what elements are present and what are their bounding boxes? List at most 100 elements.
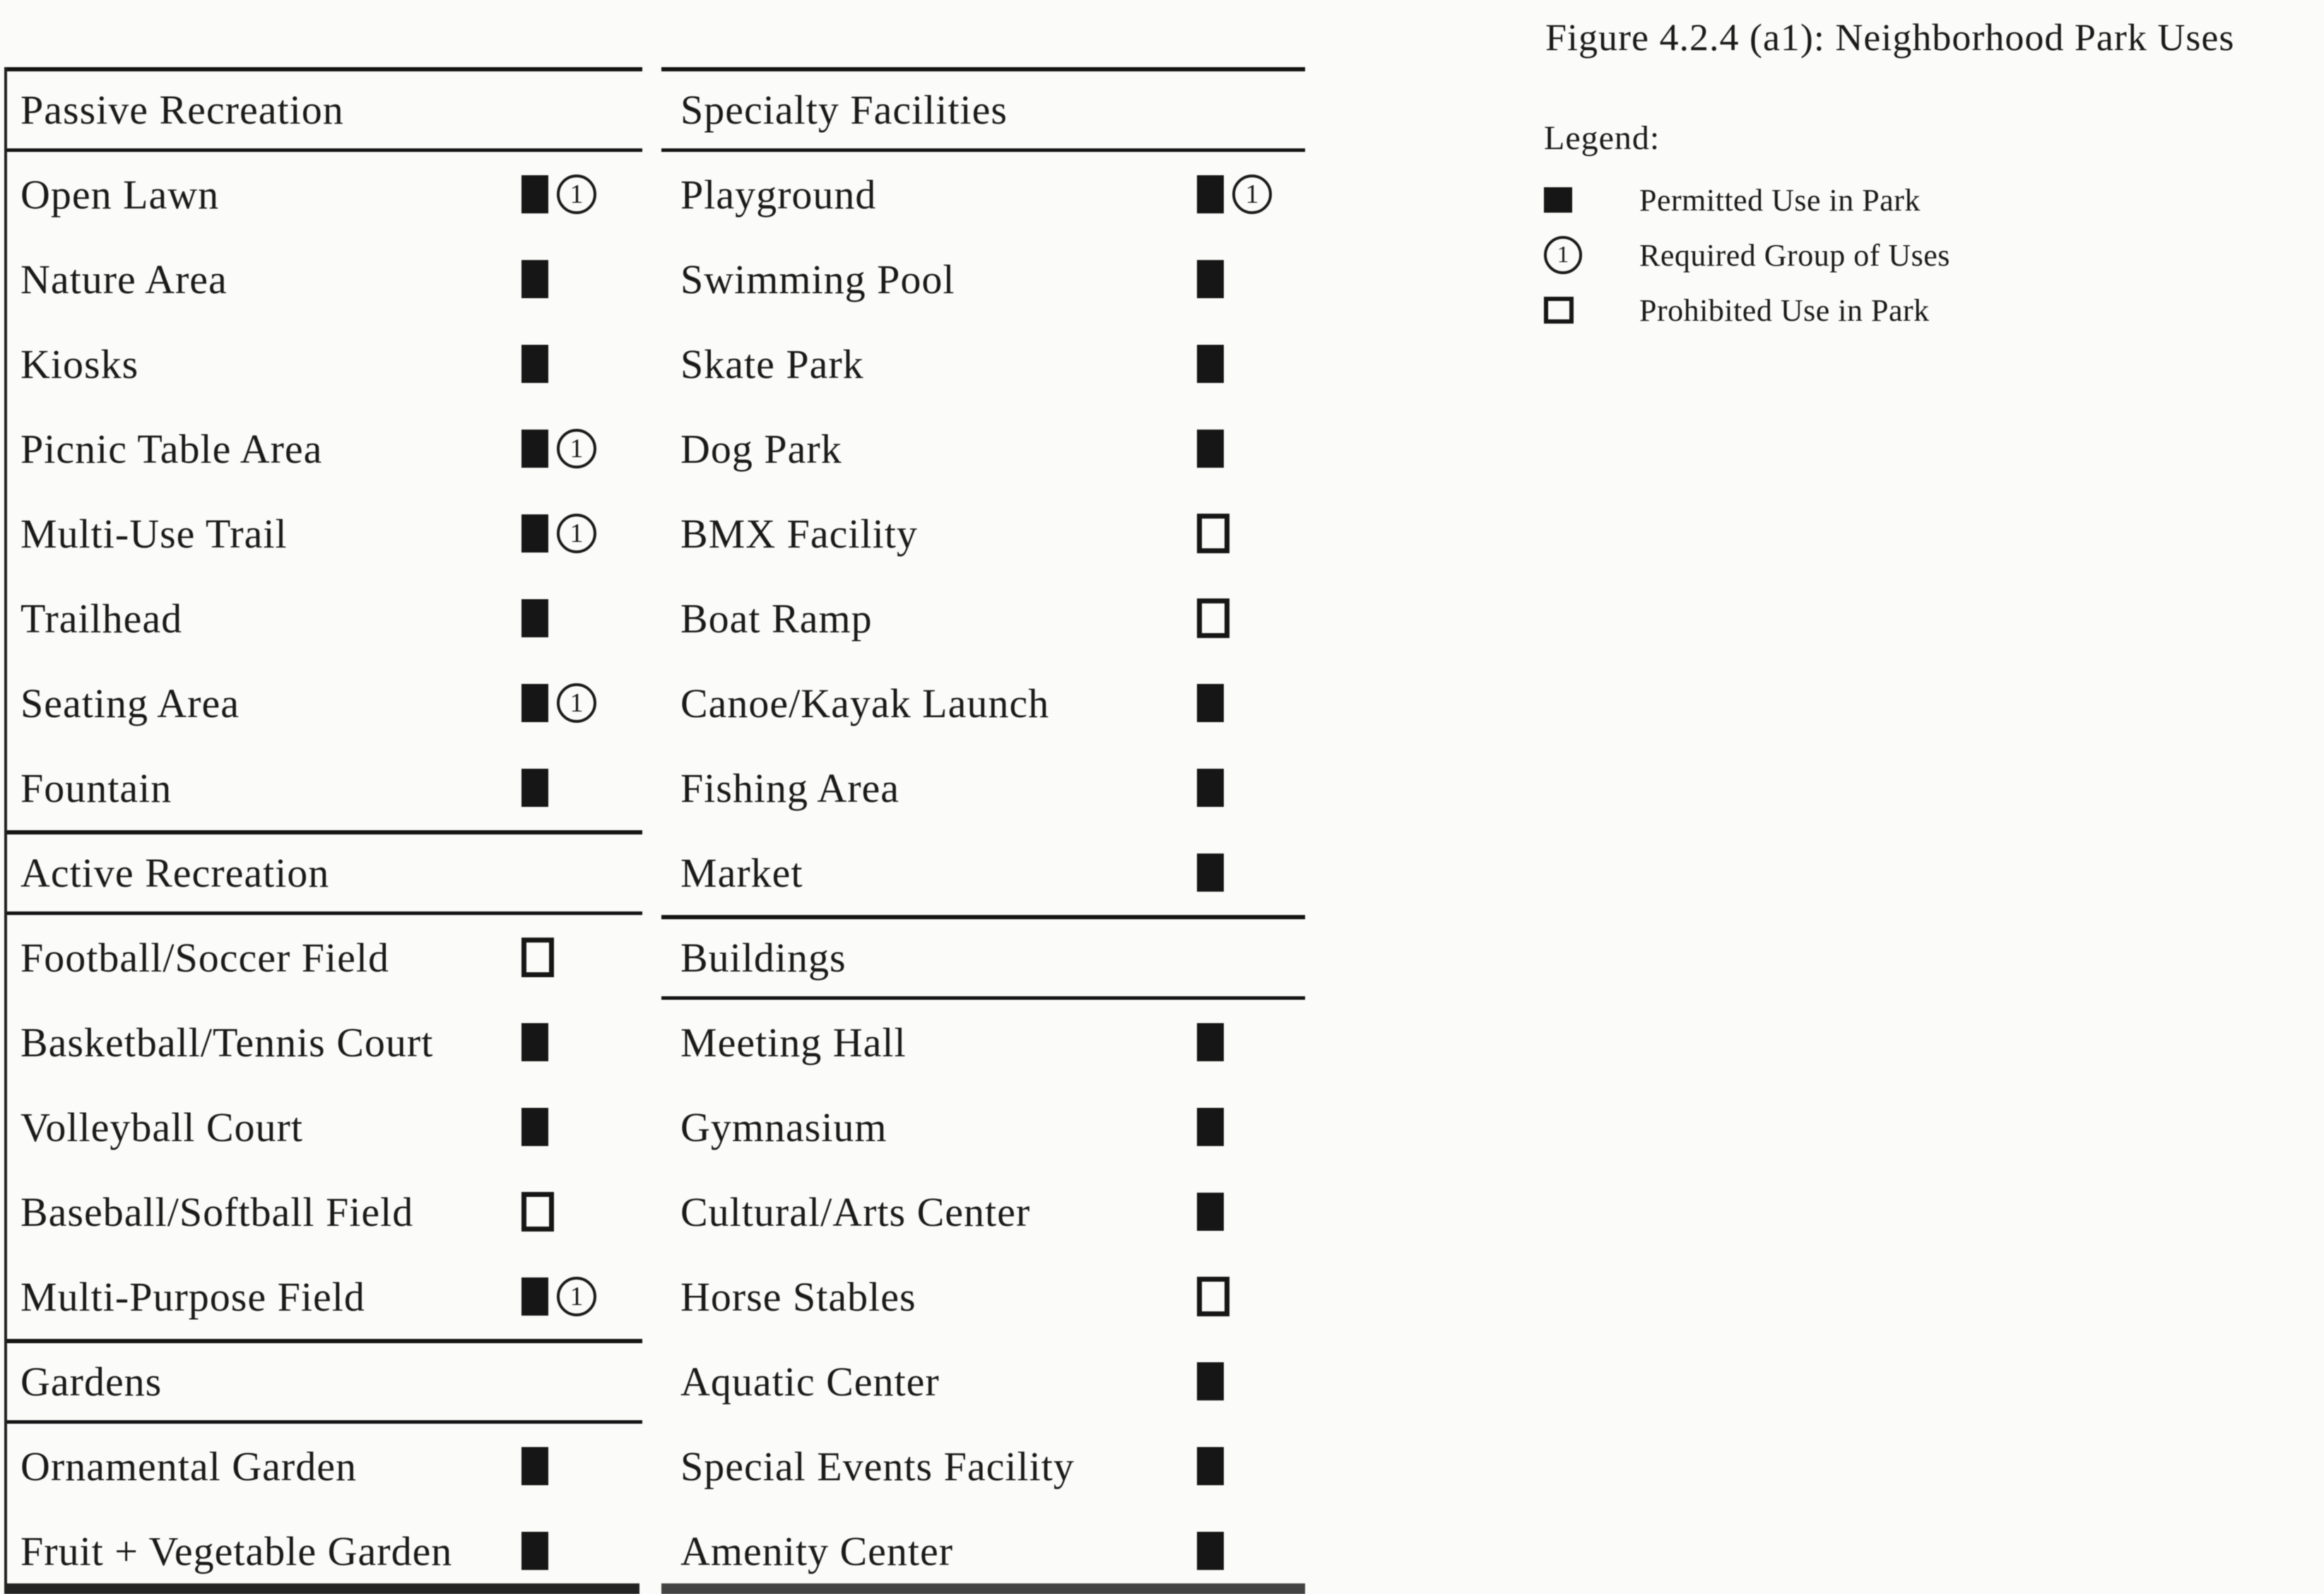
use-symbol <box>521 343 548 384</box>
use-symbol <box>1197 767 1224 808</box>
table-row: Baseball/Softball Field <box>7 1169 642 1254</box>
table-row: Skate Park <box>661 321 1305 406</box>
table-row: Gymnasium <box>661 1085 1305 1169</box>
section-header-active-recreation: Active Recreation <box>7 830 642 915</box>
table-row: Swimming Pool <box>661 237 1305 321</box>
table-row: Fountain <box>7 745 642 830</box>
use-symbol <box>1197 513 1229 554</box>
use-label: Swimming Pool <box>680 256 955 302</box>
legend-item-label: Prohibited Use in Park <box>1639 293 1930 328</box>
use-symbol <box>521 683 596 724</box>
legend-symbol-cell <box>1544 297 1639 324</box>
table-row: Basketball/Tennis Court <box>7 1000 642 1085</box>
table-row: Nature Area <box>7 237 642 321</box>
table-row: Market <box>661 830 1305 915</box>
use-symbol <box>521 513 596 554</box>
table-row: Fishing Area <box>661 745 1305 830</box>
use-label: Special Events Facility <box>680 1443 1075 1489</box>
table-row: Football/Soccer Field <box>7 915 642 1000</box>
use-label: Market <box>680 849 803 896</box>
table-row: Cultural/Arts Center <box>661 1169 1305 1254</box>
use-symbol <box>1197 259 1224 300</box>
table-row: Kiosks <box>7 321 642 406</box>
use-label: Ornamental Garden <box>20 1443 357 1489</box>
use-label: Trailhead <box>20 595 183 642</box>
table-bottom-bar <box>4 1583 639 1594</box>
legend-label: Legend: <box>1544 119 1661 157</box>
use-label: Gymnasium <box>680 1104 887 1150</box>
table-row: Canoe/Kayak Launch <box>661 661 1305 745</box>
use-label: Fishing Area <box>680 764 900 811</box>
use-label: Meeting Hall <box>680 1019 907 1065</box>
use-label: Cultural/Arts Center <box>680 1188 1031 1235</box>
table-row: Fruit + Vegetable Garden <box>7 1509 642 1593</box>
figure-title: Figure 4.2.4 (a1): Neighborhood Park Use… <box>1545 16 2235 59</box>
table-row: Trailhead <box>7 576 642 661</box>
section-header-label: Passive Recreation <box>20 87 344 133</box>
circled-one-icon <box>1544 236 1582 274</box>
use-symbol <box>521 937 554 978</box>
table-row: Special Events Facility <box>661 1424 1305 1509</box>
section-header-label: Specialty Facilities <box>680 87 1008 133</box>
use-symbol <box>1197 1106 1224 1147</box>
table-row: Playground <box>661 152 1305 237</box>
use-label: Nature Area <box>20 256 228 302</box>
use-symbol <box>1197 174 1272 215</box>
use-label: Dog Park <box>680 425 842 472</box>
use-symbol <box>1197 1530 1224 1571</box>
use-label: Fountain <box>20 764 172 811</box>
use-label: Volleyball Court <box>20 1104 303 1150</box>
section-header-label: Buildings <box>680 935 847 981</box>
use-symbol <box>521 1106 548 1147</box>
prohibited-square-icon <box>1544 297 1574 324</box>
use-label: Multi-Purpose Field <box>20 1273 365 1320</box>
park-uses-table-left: Passive Recreation Open Lawn Nature Area… <box>4 67 642 1593</box>
use-label: Open Lawn <box>20 171 220 218</box>
permitted-square-icon <box>1544 187 1572 213</box>
use-label: Horse Stables <box>680 1273 916 1320</box>
table-row: Multi-Purpose Field <box>7 1254 642 1339</box>
legend: Permitted Use in Park Required Group of … <box>1544 172 1950 338</box>
section-header-label: Active Recreation <box>20 850 330 896</box>
table-row: Amenity Center <box>661 1509 1305 1593</box>
section-header-specialty-facilities: Specialty Facilities <box>661 67 1305 152</box>
use-symbol <box>521 1022 548 1063</box>
use-label: Fruit + Vegetable Garden <box>20 1528 453 1574</box>
table-row: Ornamental Garden <box>7 1424 642 1509</box>
use-symbol <box>1197 1022 1224 1063</box>
use-symbol <box>521 259 548 300</box>
use-label: Baseball/Softball Field <box>20 1188 414 1235</box>
legend-item-label: Permitted Use in Park <box>1639 182 1921 218</box>
use-label: Basketball/Tennis Court <box>20 1019 434 1065</box>
table-row: Multi-Use Trail <box>7 491 642 576</box>
use-symbol <box>1197 1446 1224 1487</box>
table-bottom-bar <box>661 1583 1305 1594</box>
use-symbol <box>1197 683 1224 724</box>
use-label: Seating Area <box>20 680 240 726</box>
table-row: Aquatic Center <box>661 1339 1305 1424</box>
use-symbol <box>1197 598 1229 639</box>
use-symbol <box>521 1191 554 1232</box>
table-row: Volleyball Court <box>7 1085 642 1169</box>
use-label: Skate Park <box>680 341 864 387</box>
table-row: Boat Ramp <box>661 576 1305 661</box>
use-symbol <box>521 598 548 639</box>
use-symbol <box>1197 1361 1224 1402</box>
legend-item-required-group: Required Group of Uses <box>1544 228 1950 283</box>
use-symbol <box>521 1530 548 1571</box>
use-label: Picnic Table Area <box>20 425 323 472</box>
legend-item-permitted: Permitted Use in Park <box>1544 172 1950 228</box>
use-symbol <box>521 1276 596 1317</box>
use-label: Aquatic Center <box>680 1358 940 1405</box>
use-symbol <box>1197 1191 1224 1232</box>
use-label: Canoe/Kayak Launch <box>680 680 1050 726</box>
use-symbol <box>1197 428 1224 469</box>
legend-symbol-cell <box>1544 187 1639 213</box>
legend-symbol-cell <box>1544 236 1639 274</box>
use-label: BMX Facility <box>680 510 918 557</box>
use-symbol <box>521 174 596 215</box>
section-header-passive-recreation: Passive Recreation <box>7 67 642 152</box>
use-symbol <box>521 767 548 808</box>
legend-item-prohibited: Prohibited Use in Park <box>1544 283 1950 338</box>
